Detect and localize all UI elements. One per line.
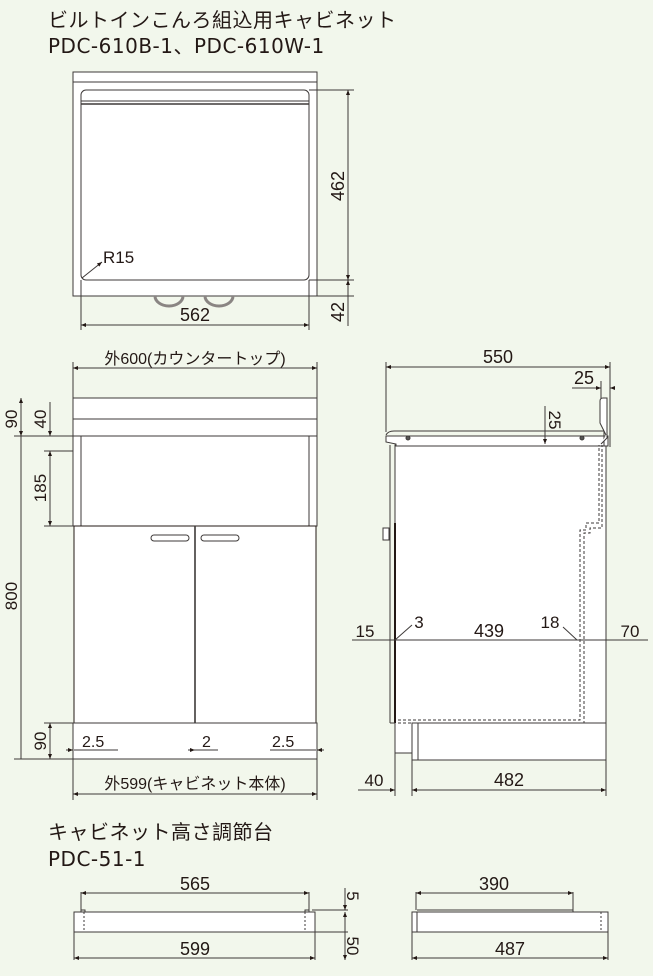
front-height-label: 800 bbox=[2, 582, 21, 610]
adjuster-top-h-label: 5 bbox=[343, 891, 362, 900]
adjuster-side-top-width-label: 390 bbox=[479, 874, 509, 894]
front-body-width-label: 外599(キャビネット本体) bbox=[104, 775, 285, 793]
side-front-label: 15 bbox=[356, 622, 375, 641]
section1-models: PDC-610B-1、PDC-610W-1 bbox=[48, 34, 325, 58]
side-rear-label: 70 bbox=[621, 622, 640, 641]
side-view bbox=[352, 362, 648, 796]
top-width-label: 562 bbox=[180, 305, 210, 325]
top-view bbox=[72, 71, 354, 330]
side-toe-label: 40 bbox=[365, 771, 384, 790]
front-view bbox=[14, 362, 324, 800]
section2-title: キャビネット高さ調節台 bbox=[48, 820, 274, 844]
gap-right-label: 2.5 bbox=[272, 734, 294, 751]
side-door-label: 3 bbox=[414, 613, 423, 632]
side-backguard-label: 25 bbox=[574, 368, 594, 388]
side-depth-label: 550 bbox=[483, 347, 513, 367]
adjuster-front-view bbox=[73, 888, 348, 960]
gap-center-label: 2 bbox=[202, 734, 211, 751]
front-total-top-label: 90 bbox=[2, 410, 21, 429]
top-depth-label: 462 bbox=[328, 171, 348, 201]
front-counter-label: 40 bbox=[31, 410, 50, 429]
side-counter-thickness-label: 25 bbox=[545, 411, 564, 430]
side-back-panel-label: 18 bbox=[541, 613, 560, 632]
adjuster-side-bottom-width-label: 487 bbox=[495, 939, 525, 959]
side-base-label: 482 bbox=[494, 770, 524, 790]
adjuster-side-view bbox=[411, 891, 609, 960]
side-inner-label: 439 bbox=[474, 621, 504, 641]
radius-label: R15 bbox=[103, 248, 134, 267]
front-panel-label: 185 bbox=[31, 474, 50, 502]
adjuster-height-label: 50 bbox=[343, 937, 362, 956]
section1-title: ビルトインこんろ組込用キャビネット bbox=[48, 8, 397, 32]
section2-model: PDC-51-1 bbox=[48, 847, 147, 871]
adjuster-bottom-width-label: 599 bbox=[180, 939, 210, 959]
gap-left-label: 2.5 bbox=[82, 734, 104, 751]
top-back-label: 42 bbox=[328, 302, 348, 322]
adjuster-top-width-label: 565 bbox=[180, 874, 210, 894]
front-plinth-label: 90 bbox=[31, 732, 50, 751]
front-top-width-label: 外600(カウンタートップ) bbox=[104, 350, 285, 368]
